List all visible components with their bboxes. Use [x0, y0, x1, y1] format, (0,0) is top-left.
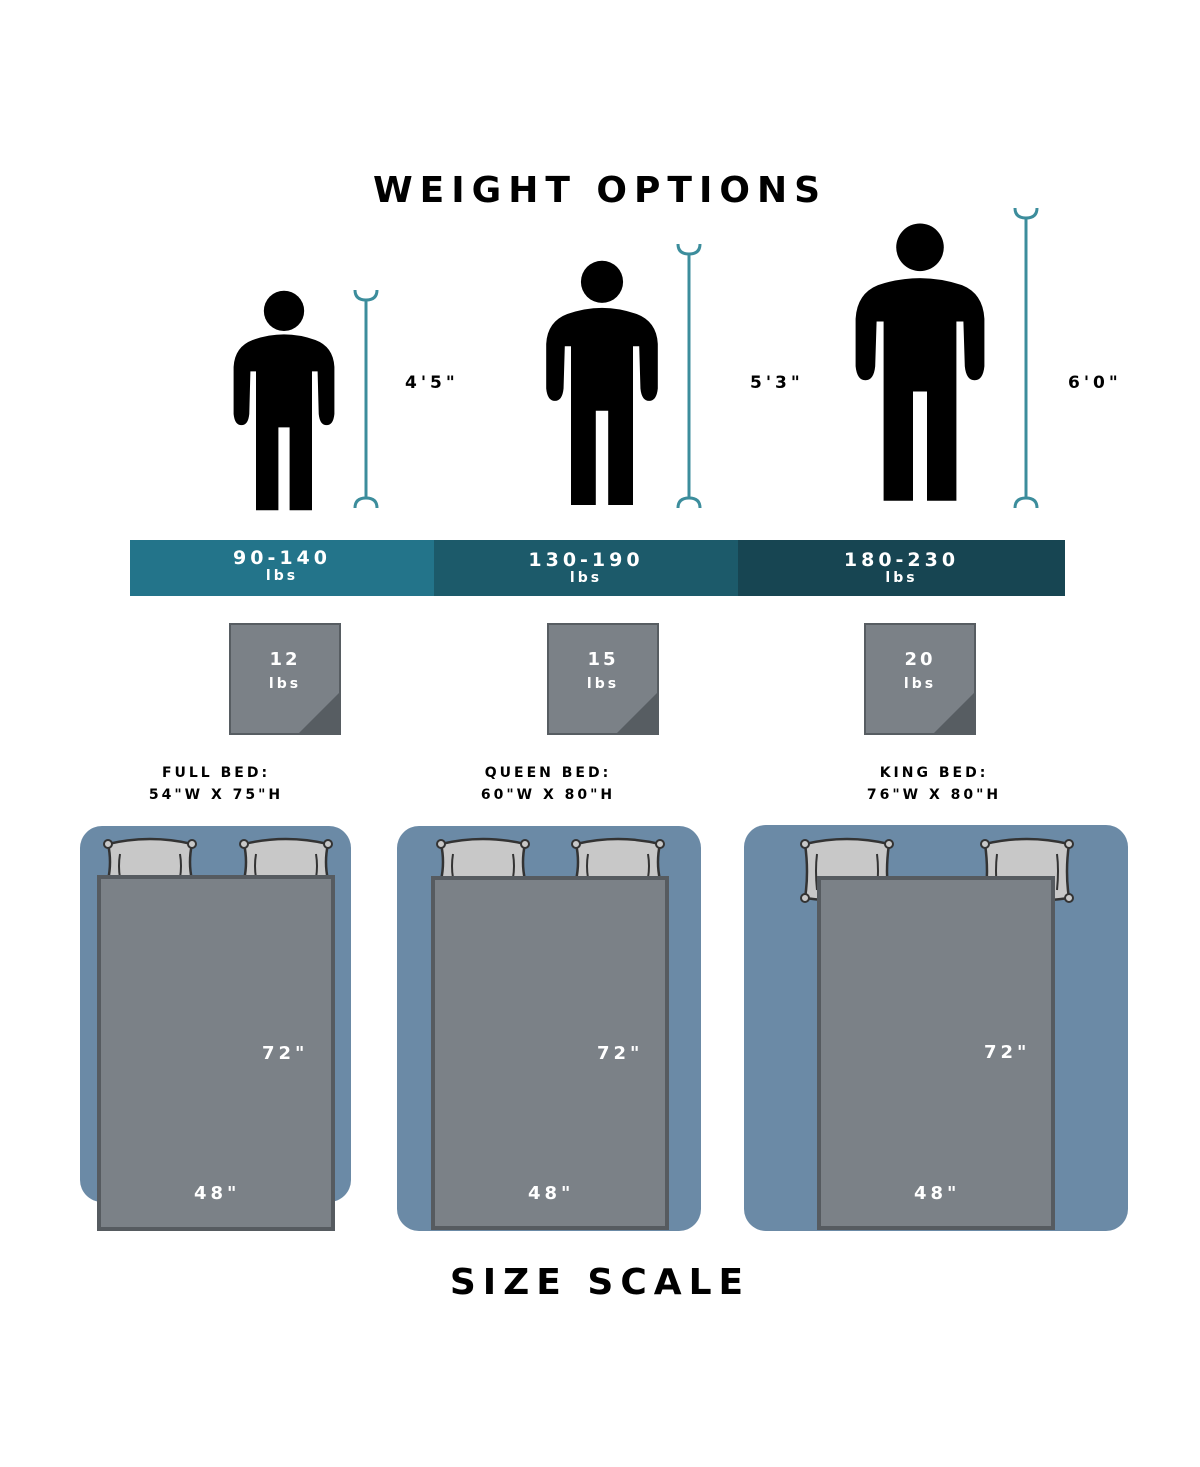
height-bar-medium-icon: [676, 243, 702, 509]
weight-band-2: 130-190 lbs: [434, 540, 738, 596]
blanket-weight-value: 15: [587, 649, 619, 670]
folded-corner-icon: [617, 693, 657, 733]
weight-unit: lbs: [885, 570, 918, 586]
blanket-weight-unit: lbs: [268, 676, 302, 692]
blanket-weight-15: 15 lbs: [547, 623, 659, 735]
blanket-weight-unit: lbs: [903, 676, 937, 692]
blanket-width-dimension: 48": [194, 1183, 241, 1204]
bed-name: QUEEN BED:: [484, 765, 612, 781]
weight-range: 180-230: [843, 549, 960, 571]
blanket-weight-20: 20 lbs: [864, 623, 976, 735]
blanket-weight-12: 12 lbs: [229, 623, 341, 735]
person-medium-icon: [546, 260, 658, 506]
blanket-weight-value: 20: [904, 649, 936, 670]
weight-band-3: 180-230 lbs: [738, 540, 1065, 596]
size-scale-title: SIZE SCALE: [449, 1262, 751, 1303]
person-small-icon: [233, 290, 335, 511]
weight-range: 130-190: [528, 549, 644, 571]
weight-unit: lbs: [569, 570, 603, 586]
weight-band-1: 90-140 lbs: [130, 540, 434, 596]
blanket-weight-unit: lbs: [586, 676, 620, 692]
blanket-height-dimension: 72": [984, 1042, 1031, 1063]
weight-unit: lbs: [265, 568, 299, 584]
full-bed-blanket: [97, 875, 335, 1231]
queen-bed-blanket: [431, 876, 669, 1230]
blanket-width-dimension: 48": [528, 1183, 575, 1204]
person-large-icon: [855, 223, 985, 501]
bed-label-queen: QUEEN BED: 60"W X 80"H: [428, 762, 668, 806]
bed-size: 60"W X 80"H: [480, 787, 616, 803]
height-label-medium: 5'3": [750, 373, 804, 393]
king-bed-blanket: [817, 876, 1055, 1230]
weight-options-title: WEIGHT OPTIONS: [372, 170, 828, 211]
blanket-weight-value: 12: [269, 649, 301, 670]
blanket-height-dimension: 72": [262, 1043, 309, 1064]
height-label-small: 4'5": [405, 373, 459, 393]
height-label-large: 6'0": [1068, 373, 1122, 393]
pillow-icon: [571, 837, 665, 880]
folded-corner-icon: [934, 693, 974, 733]
bed-size: 54"W X 75"H: [148, 787, 284, 803]
bed-name: KING BED:: [879, 765, 989, 781]
pillow-icon: [239, 837, 333, 880]
folded-corner-icon: [299, 693, 339, 733]
bed-label-king: KING BED: 76"W X 80"H: [814, 762, 1054, 806]
blanket-width-dimension: 48": [914, 1183, 961, 1204]
bed-name: FULL BED:: [161, 765, 271, 781]
height-bar-small-icon: [353, 289, 379, 509]
bed-label-full: FULL BED: 54"W X 75"H: [96, 762, 336, 806]
pillow-icon: [103, 837, 197, 880]
pillow-icon: [436, 837, 530, 880]
bed-size: 76"W X 80"H: [866, 787, 1002, 803]
weight-range: 90-140: [233, 547, 331, 569]
blanket-height-dimension: 72": [597, 1043, 644, 1064]
height-bar-large-icon: [1013, 207, 1039, 509]
